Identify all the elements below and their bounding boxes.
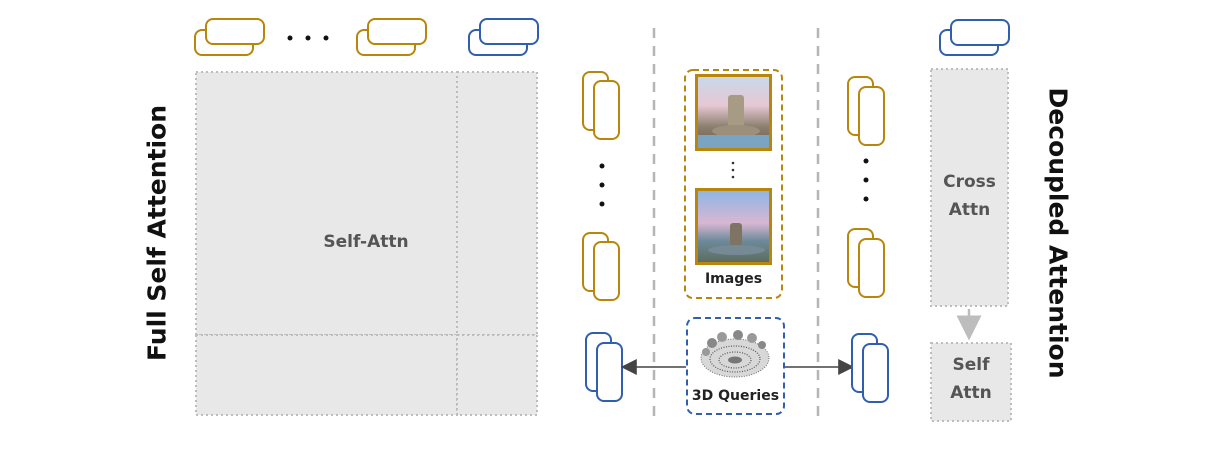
fountain-photo-icon [695,74,772,151]
left-image-token-1 [582,71,620,140]
attention-matrix [195,71,538,416]
self-attn-label-line1: Self [952,355,990,375]
right-query-token [851,333,889,403]
top-query-token [468,18,539,56]
images-label: Images [704,271,763,287]
left-image-token-n [582,232,620,301]
park-fountain-photo-icon [695,188,772,265]
queries-panel [686,317,785,415]
top-image-token-n [356,18,427,56]
left-ellipsis [599,163,605,207]
point-cloud-icon [700,330,770,378]
images-vertical-ellipsis [731,161,735,179]
self-attn-block [930,342,1012,422]
matrix-main-label: Self-Attn [323,232,409,252]
cross-attn-label-line2: Attn [948,200,991,220]
left-query-token [585,332,623,402]
top-image-token-1 [194,18,265,56]
cross-attn-block [930,68,1009,307]
right-image-token-1 [847,76,885,146]
self-attn-label-line2: Attn [950,383,992,403]
decoupled-query-token [939,19,1010,56]
images-panel [684,69,783,299]
left-title: Full Self Attention [142,104,172,362]
right-ellipsis [863,158,869,202]
cross-attn-label-line1: Cross [943,172,996,192]
top-ellipsis [287,35,329,41]
queries-label: 3D Queries [691,388,780,404]
right-image-token-n [847,228,885,298]
right-title: Decoupled Attention [1043,87,1073,379]
